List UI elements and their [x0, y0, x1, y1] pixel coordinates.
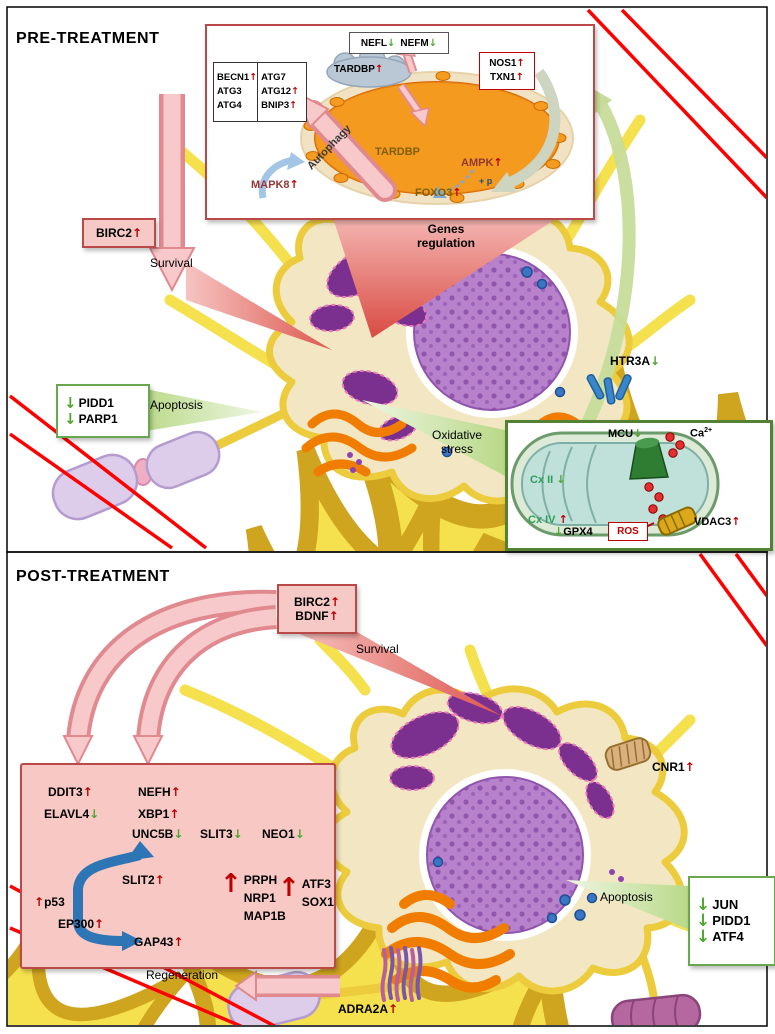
gene-NEFH: NEFH↑	[138, 785, 181, 799]
mapk8-arrow	[258, 152, 305, 199]
post-treatment-title: POST-TREATMENT	[16, 568, 170, 585]
myelin-axon-pre	[51, 403, 297, 521]
ampk-phospho-arrow	[433, 169, 475, 198]
gene-XBP1: XBP1↑	[138, 807, 180, 821]
gene-PIDD1-post: PIDD1	[712, 913, 751, 928]
gene-regulation-inset: NEFL↓ NEFM↓ TARDBP↑ NOS1↑ TXN1↑ BECN1↑ A…	[205, 24, 595, 220]
htr3a-receptor-icon	[586, 373, 632, 405]
gene-ATG12: ATG12↑	[261, 86, 300, 97]
genes-regulation-label: Genes regulation	[416, 222, 475, 250]
gene-BNIP3: BNIP3↑	[261, 100, 298, 111]
gene-PARP1: PARP1	[78, 412, 118, 426]
ros-box: ROS	[608, 522, 648, 541]
survival-label-pre: Survival	[150, 256, 193, 270]
gene-BIRC2: BIRC2↑	[95, 226, 143, 240]
gene-NEFL: NEFL↓	[360, 37, 396, 49]
gene-BECN1: BECN1↑	[217, 72, 258, 83]
survival-box-post: BIRC2↑ BDNF↑	[277, 584, 357, 634]
apoptosis-box-post: ↓JUN ↓PIDD1 ↓ATF4	[688, 876, 775, 966]
nucleus-inset-art	[258, 36, 574, 205]
tardbp-cloud-shape	[326, 46, 412, 88]
gene-FOXO3: FOXO3↑	[415, 186, 462, 199]
gene-PIDD1: PIDD1	[78, 396, 114, 410]
gene-EP300: EP300↑	[58, 917, 105, 931]
gene-DDIT3: DDIT3↑	[48, 785, 93, 799]
gene-VDAC3: VDAC3↑	[694, 515, 741, 528]
gene-ATG4: ATG4	[217, 100, 242, 111]
genes-regulation-callout	[332, 215, 562, 338]
gene-CNR1: CNR1↑	[652, 760, 695, 774]
survival-arrow-pre	[148, 94, 332, 350]
oxidative-stress-label: Oxidative stress	[431, 428, 483, 456]
gene-GPX4: ↓GPX4	[554, 525, 593, 538]
apoptosis-callout-post	[566, 880, 690, 930]
gene-p53: ↑p53	[34, 895, 65, 909]
phospho-label: + p	[479, 176, 493, 186]
apoptosis-label-pre: Apoptosis	[150, 398, 203, 412]
vesicles-post	[432, 856, 598, 924]
apoptosis-box-pre: ↓PIDD1 ↓PARP1	[56, 384, 150, 438]
granules-pre	[347, 452, 362, 473]
gene-TARDBP-cloud: TARDBP↑	[334, 64, 384, 75]
gene-BDNF: BDNF↑	[295, 609, 339, 623]
nos-genes-box: NOS1↑ TXN1↑	[479, 52, 535, 90]
gene-NEFM: NEFM↓	[400, 37, 438, 49]
gene-ATG7: ATG7	[261, 72, 286, 83]
gene-MCU: MCU↓	[608, 427, 643, 440]
gene-group-atf3-sox11: ↑ ATF3 SOX11	[278, 873, 334, 909]
nucleus-pre	[406, 246, 578, 418]
gene-ATG3: ATG3	[217, 86, 242, 97]
gene-MAPK8: MAPK8↑	[251, 178, 299, 191]
complex-II-label: Cx II ↓	[530, 473, 566, 486]
mitochondrion-art	[510, 431, 720, 537]
gene-SLIT3: SLIT3↓	[200, 827, 243, 841]
gene-HTR3A: HTR3A↓	[610, 354, 661, 368]
regeneration-gene-box: DDIT3↑ NEFH↑ ELAVL4↓ XBP1↑ UNC5B↓ SLIT3↓…	[20, 763, 336, 969]
complex-IV-label: Cx IV ↑	[528, 513, 568, 526]
pre-treatment-title: PRE-TREATMENT	[16, 30, 160, 47]
survival-label-post: Survival	[356, 642, 399, 656]
gene-SLIT2: SLIT2↑	[122, 873, 165, 887]
gene-AMPK: AMPK↑	[461, 156, 503, 169]
gene-ATF4: ATF4	[712, 929, 744, 944]
apoptosis-callout-pre	[140, 388, 262, 432]
autophagy-genes-box: BECN1↑ ATG3 ATG4 ATG7 ATG12↑ BNIP3↑	[213, 62, 307, 122]
cloud-to-nucleus-arrow	[397, 83, 430, 128]
gene-group-prph-nrp1-map1b: ↑ PRPH NRP1 MAP1B	[220, 869, 286, 923]
birc2-box-pre: BIRC2↑	[82, 218, 156, 248]
mitochondria-inset: MCU↓ Ca2+ Cx II ↓ Cx IV ↑ ↓GPX4 ROS VDAC…	[505, 420, 773, 551]
gene-box-arrows	[62, 589, 277, 767]
regeneration-arrow	[234, 970, 340, 1002]
regeneration-label: Regeneration	[146, 968, 219, 982]
apoptosis-label-post: Apoptosis	[600, 890, 653, 904]
nucleus-post	[419, 769, 591, 941]
adra2a-receptor-icon	[380, 946, 423, 1002]
gene-NOS1: NOS1↑	[489, 58, 525, 69]
cnr1-receptor-icon	[604, 737, 652, 771]
gene-TXN1: TXN1↑	[490, 72, 524, 83]
vdac3-channel	[657, 506, 698, 536]
gene-ELAVL4: ELAVL4↓	[44, 807, 100, 821]
survival-callout-post	[287, 629, 502, 716]
pathway-arrow	[73, 841, 154, 951]
post-panel-border	[6, 551, 768, 1027]
gene-JUN: JUN	[712, 897, 739, 912]
gene-TARDBP-nucleus: TARDBP	[375, 146, 421, 158]
gray-swoosh	[491, 68, 561, 192]
calcium-ions	[644, 432, 685, 524]
mitochondria-post	[389, 691, 615, 820]
gene-NEO1: NEO1↓	[262, 827, 305, 841]
oxidative-stress-callout	[362, 400, 505, 476]
calcium-label: Ca2+	[690, 427, 713, 440]
gene-ADRA2A: ADRA2A↑	[338, 1002, 399, 1016]
injury-lines-pre	[8, 8, 766, 550]
gene-UNC5B: UNC5B↓	[132, 827, 184, 841]
gene-GAP43: GAP43↑	[134, 935, 184, 949]
gene-BIRC2-post: BIRC2↑	[293, 595, 341, 609]
nef-genes-box: NEFL↓ NEFM↓	[349, 32, 449, 54]
